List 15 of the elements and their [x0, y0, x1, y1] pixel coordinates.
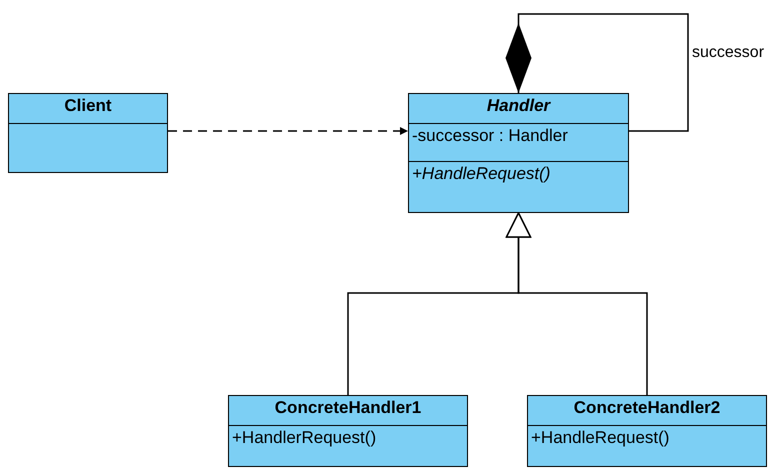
- inheritance-arrow: [506, 212, 648, 395]
- member-text: -successor : Handler: [412, 126, 568, 146]
- member-text: +HandleRequest(): [531, 428, 670, 448]
- member-text: +HandlerRequest(): [232, 428, 376, 448]
- member-text: +HandleRequest(): [412, 164, 550, 184]
- class-box: [8, 93, 168, 173]
- composition-line: [506, 13, 689, 132]
- class-name: ConcreteHandler2: [574, 398, 720, 418]
- class-box: [408, 93, 629, 213]
- dependency-arrow: [168, 127, 408, 135]
- class-box: [527, 395, 767, 467]
- class-name: ConcreteHandler1: [274, 398, 422, 418]
- class-name: Client: [64, 96, 112, 116]
- class-box: [228, 395, 468, 467]
- class-name: Handler: [486, 96, 550, 116]
